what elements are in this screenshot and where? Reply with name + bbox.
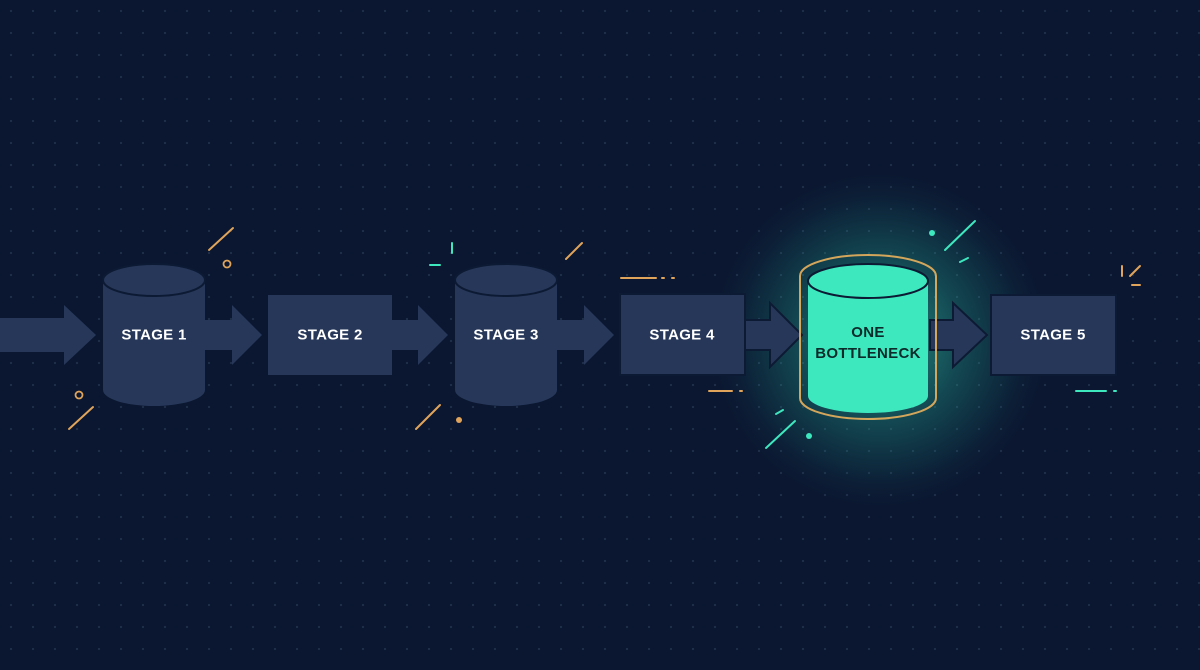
arrow-stage-3-to-stage-4 xyxy=(557,305,614,365)
stage-3-label: STAGE 3 xyxy=(473,326,539,344)
stage-2-label: STAGE 2 xyxy=(297,326,363,344)
stage-4-node xyxy=(619,293,746,376)
arrow-stage-4-to-bottleneck xyxy=(744,300,804,370)
stage-5-node xyxy=(990,294,1117,376)
decorative-dots xyxy=(456,230,935,439)
stage-5-label: STAGE 5 xyxy=(1020,326,1086,344)
bottleneck-node xyxy=(799,254,937,420)
stage-2-node xyxy=(268,295,392,375)
bottleneck-label: ONE BOTTLENECK xyxy=(815,322,921,364)
bottleneck-label-line-1: ONE xyxy=(851,324,885,341)
decorative-accents xyxy=(68,220,1141,449)
stage-4-label: STAGE 4 xyxy=(649,326,715,344)
stage-3-node xyxy=(454,263,558,406)
arrow-stage-1-to-stage-2 xyxy=(205,305,262,365)
bottleneck-label-line-2: BOTTLENECK xyxy=(815,345,921,362)
stage-1-node xyxy=(102,263,206,406)
arrow-bottleneck-to-stage-5 xyxy=(929,300,989,370)
stage-1-label: STAGE 1 xyxy=(121,326,187,344)
arrow-stage-2-to-stage-3 xyxy=(392,305,448,365)
arrow-into-stage-1 xyxy=(0,305,96,365)
